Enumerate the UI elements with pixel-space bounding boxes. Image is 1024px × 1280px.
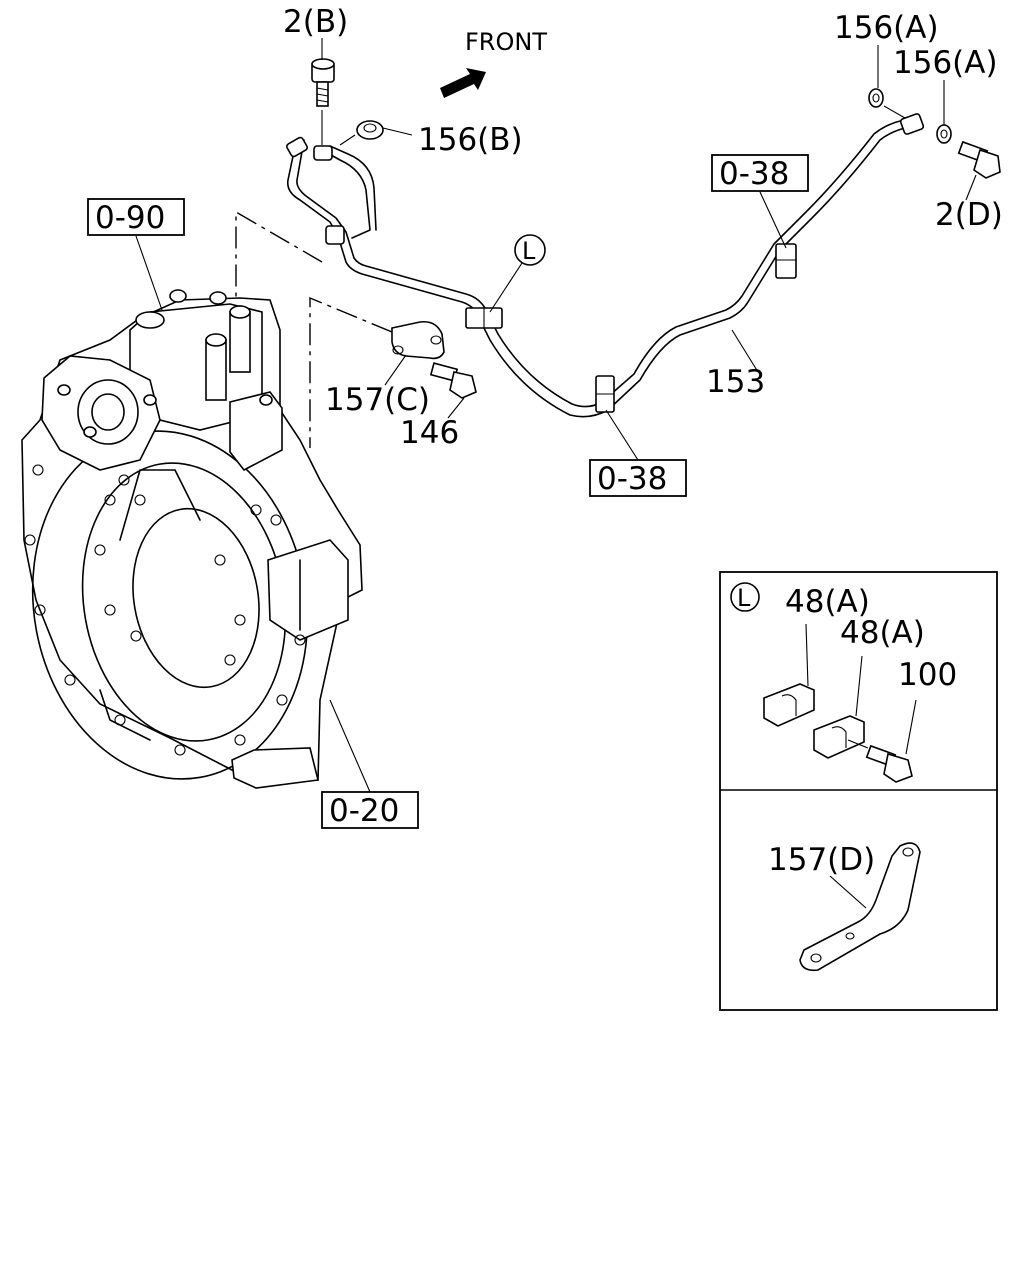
ref-0-38-top-label: 0-38 [719, 156, 789, 192]
front-arrow-icon [440, 68, 486, 98]
detail-marker-label: L [522, 237, 536, 265]
callout-146: 146 [400, 415, 459, 451]
clip-top-right [775, 243, 797, 279]
washer-156a-upper [868, 45, 906, 119]
clip-48a-lower [813, 655, 865, 759]
bracket-157c [384, 320, 445, 386]
callout-157c: 157(C) [325, 382, 430, 418]
detail-panel: L 48(A) 48(A) 100 157(D) [719, 571, 998, 1011]
ref-box-0-38-bottom[interactable]: 0-38 [589, 409, 687, 497]
callout-156a-1: 156(A) [834, 10, 939, 46]
callout-156a-2: 156(A) [893, 45, 998, 81]
leader-dashdot-lower [309, 296, 393, 448]
washer-156b [339, 120, 413, 146]
housing-bolt-holes [24, 464, 306, 756]
callout-48a-1: 48(A) [785, 584, 870, 620]
bracket-157d [799, 842, 921, 972]
clip-middle [595, 375, 615, 413]
ref-0-38-bottom-label: 0-38 [597, 461, 667, 497]
clip-48a-upper [763, 623, 815, 727]
washer-156a-lower [936, 80, 952, 144]
pipe-153 [286, 113, 925, 418]
callout-153: 153 [706, 364, 765, 400]
bolt-100 [847, 699, 917, 783]
detail-l-marker: L [730, 582, 760, 612]
bolt-2b [311, 38, 335, 145]
bolt-2d [957, 140, 1001, 201]
callout-2d: 2(D) [935, 197, 1003, 233]
detail-l-circle-icon: L [489, 234, 546, 313]
ref-0-90-label: 0-90 [95, 200, 165, 236]
detail-panel-marker-label: L [737, 584, 751, 612]
ref-box-0-38-top[interactable]: 0-38 [711, 154, 809, 249]
ref-box-0-20[interactable]: 0-20 [321, 699, 419, 829]
bolt-146 [429, 362, 477, 419]
callout-2b: 2(B) [283, 4, 348, 40]
transmission-housing [21, 289, 363, 789]
callout-48a-2: 48(A) [840, 615, 925, 651]
clip-l [465, 307, 503, 329]
ref-box-0-90[interactable]: 0-90 [87, 198, 185, 311]
callout-156b: 156(B) [418, 122, 523, 158]
ref-0-20-label: 0-20 [329, 793, 399, 829]
front-label: FRONT [465, 28, 547, 56]
front-indicator: FRONT [440, 28, 547, 98]
callout-157d: 157(D) [768, 842, 875, 878]
callout-100: 100 [898, 657, 957, 693]
